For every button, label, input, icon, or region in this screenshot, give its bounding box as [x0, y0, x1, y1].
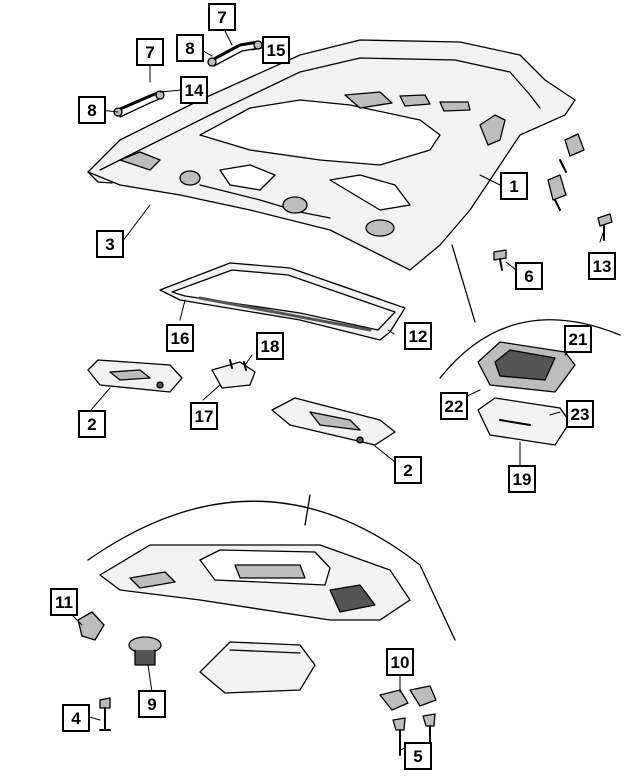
callout-8: 8: [78, 96, 106, 124]
leader-line-1: [451, 244, 476, 323]
assist-handle-right: [207, 40, 263, 67]
callout-15: 15: [262, 36, 290, 64]
leader-line-2: [304, 494, 311, 526]
overhead-console-panel: [99, 544, 411, 621]
callout-22: 22: [440, 392, 468, 420]
callout-1: 1: [500, 172, 528, 200]
callout-2: 2: [394, 456, 422, 484]
clips-10: [379, 685, 437, 711]
callout-18: 18: [256, 332, 284, 360]
detail-callout-arc-lower: [87, 500, 456, 641]
callout-6: 6: [515, 262, 543, 290]
map-light-lens: [199, 641, 316, 694]
callout-17: 17: [190, 402, 218, 430]
callout-13: 13: [588, 252, 616, 280]
callout-11: 11: [50, 588, 78, 616]
callout-5: 5: [404, 742, 432, 770]
callout-leaders: [63, 24, 605, 751]
callout-14: 14: [180, 76, 208, 104]
retainer-9: [128, 636, 162, 666]
fastener-clips: [547, 133, 585, 211]
assist-handle-left: [113, 90, 165, 118]
callout-2: 2: [78, 410, 106, 438]
callout-7: 7: [208, 3, 236, 31]
overhead-bracket-right: [271, 397, 396, 446]
callout-16: 16: [166, 324, 194, 352]
screws-5: [392, 713, 436, 756]
dome-lamp-housing: [477, 341, 576, 393]
callout-23: 23: [566, 400, 594, 428]
sunroof-frame: [159, 262, 406, 341]
callout-4: 4: [62, 704, 90, 732]
callout-7: 7: [136, 38, 164, 66]
detail-callout-arc-upper: [439, 319, 621, 379]
clip-11: [77, 611, 105, 641]
callout-8: 8: [176, 34, 204, 62]
dome-lamp-lens: [477, 397, 571, 446]
headliner-panel: [87, 39, 576, 271]
callout-12: 12: [404, 322, 432, 350]
callout-21: 21: [564, 325, 592, 353]
screw-6: [493, 249, 507, 271]
sunroof-opening: [199, 99, 441, 166]
callout-3: 3: [96, 230, 124, 258]
bracket-17: [211, 359, 256, 389]
callout-19: 19: [508, 465, 536, 493]
screw-13: [597, 213, 613, 241]
callout-9: 9: [138, 690, 166, 718]
callout-10: 10: [386, 648, 414, 676]
screw-4: [99, 697, 111, 731]
overhead-bracket-left: [87, 359, 183, 393]
